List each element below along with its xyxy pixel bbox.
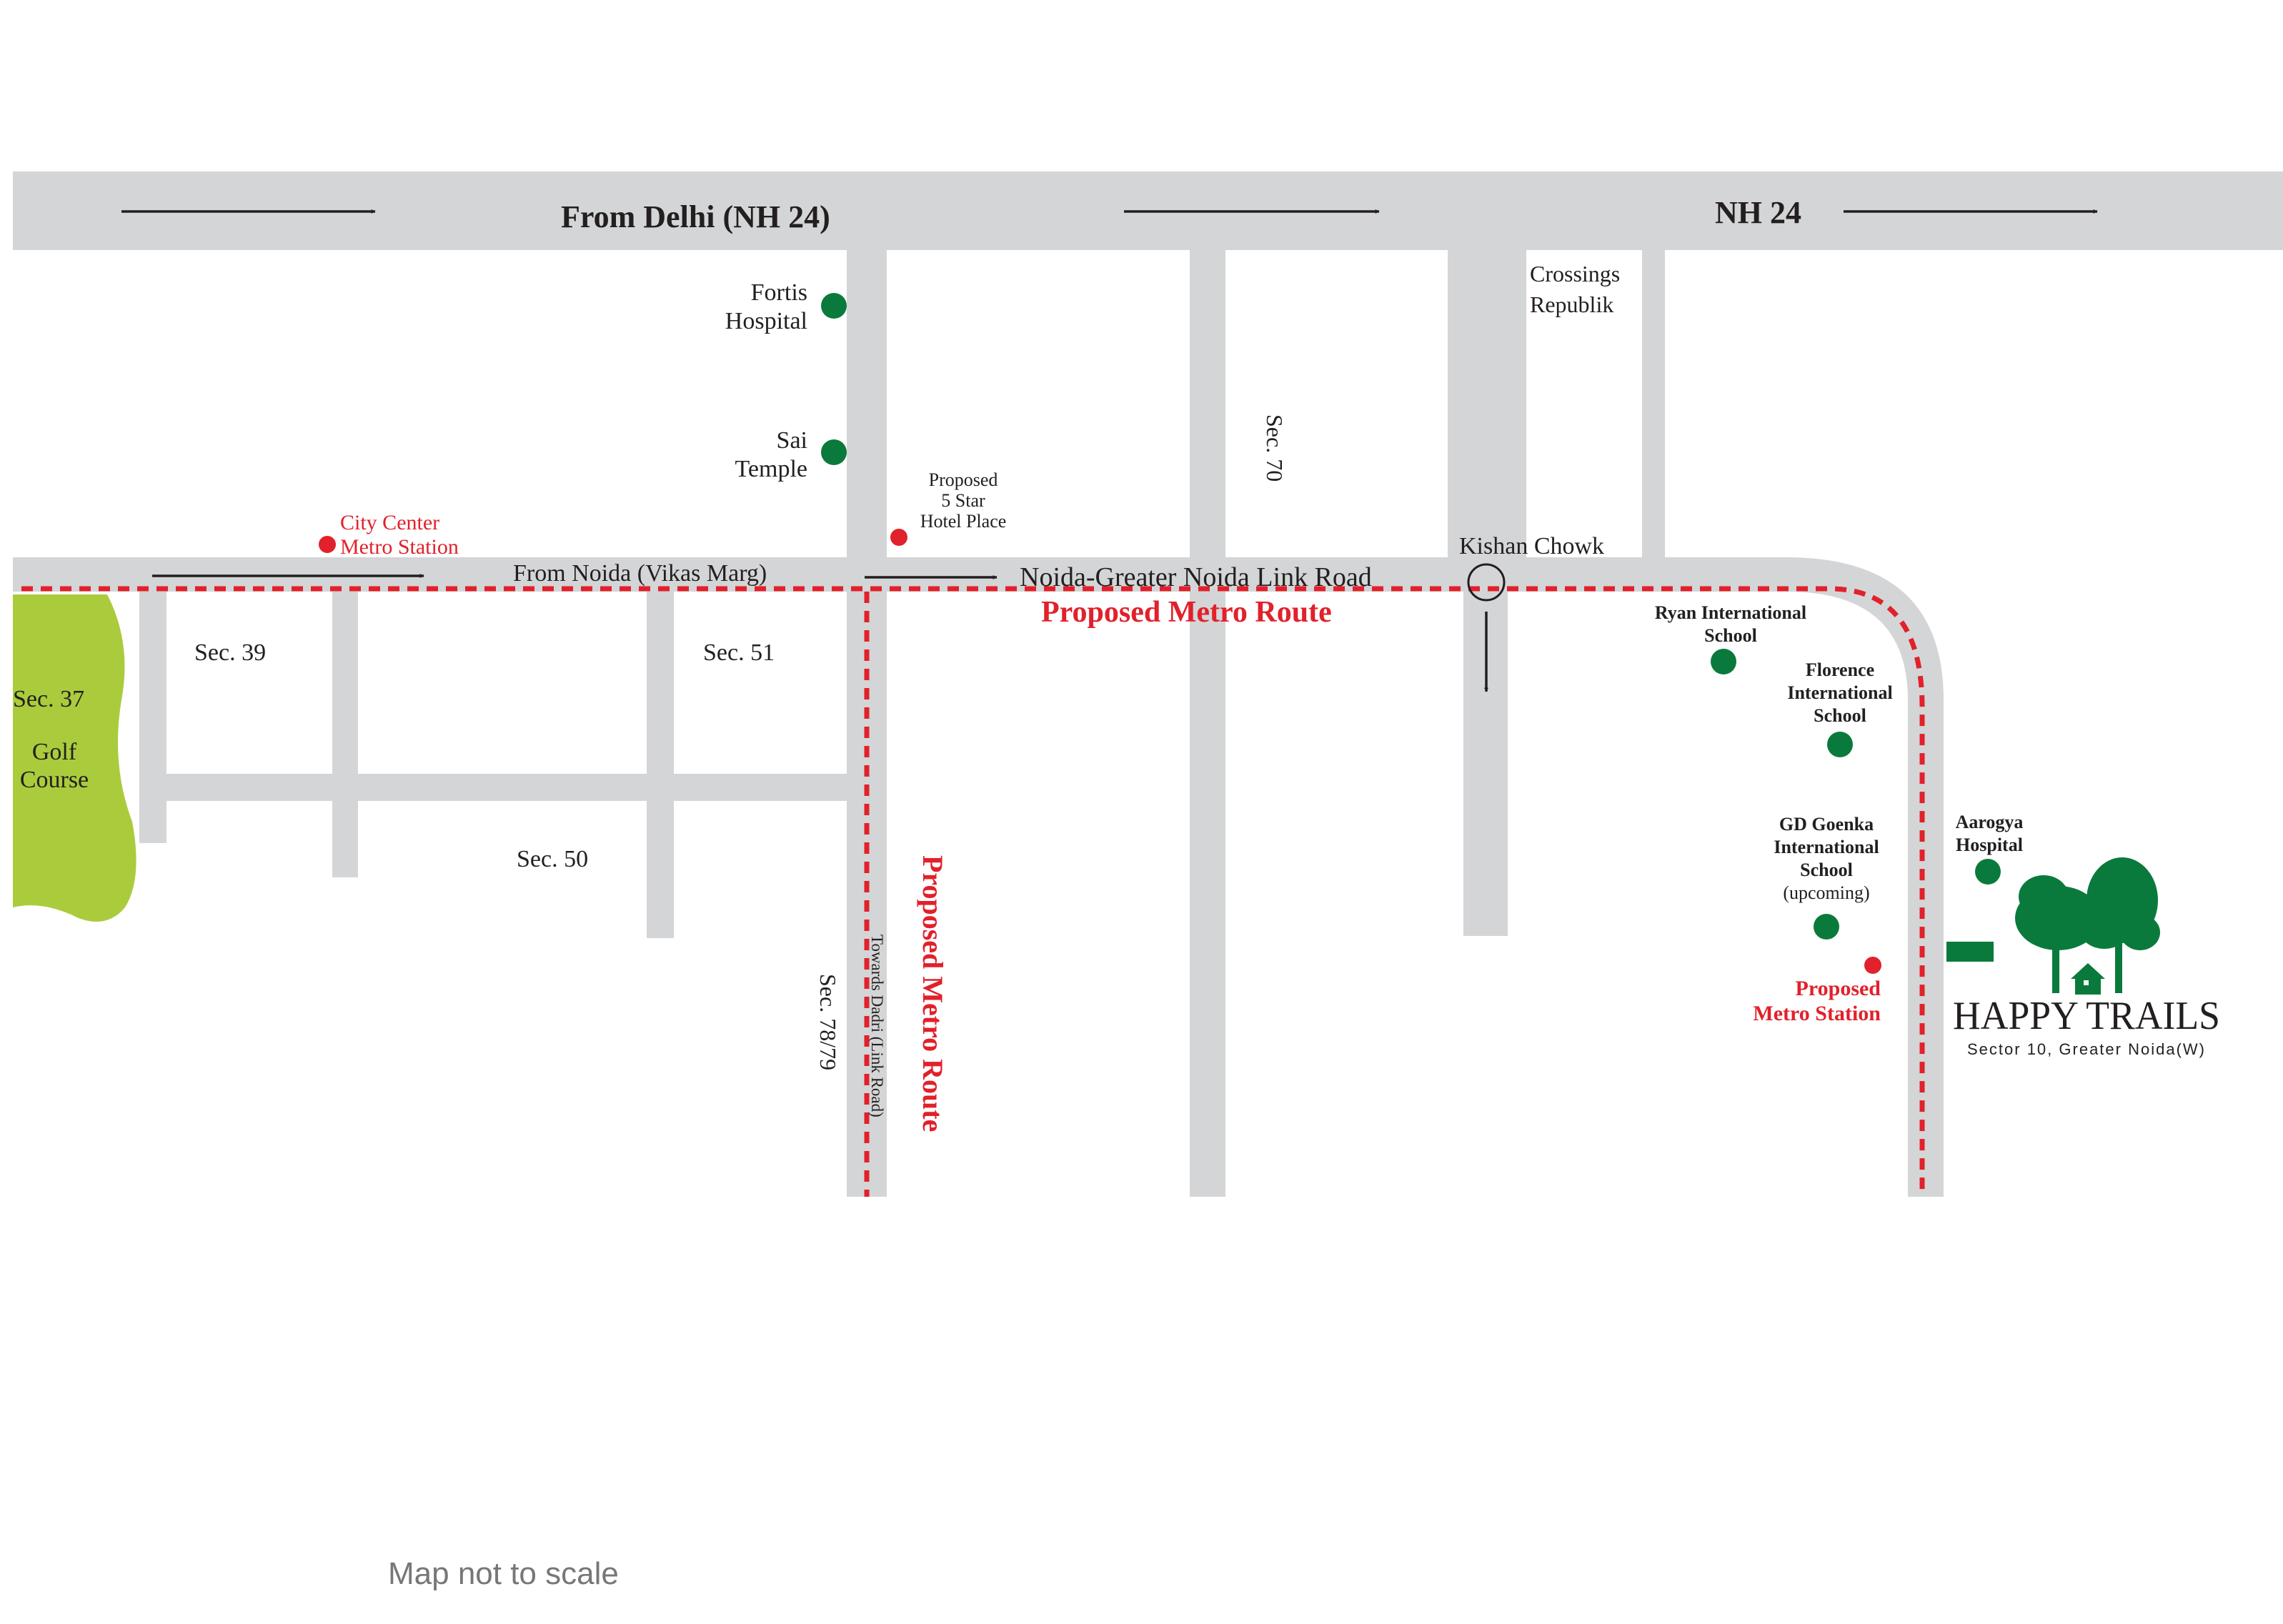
ryan-label-1: Ryan International — [1655, 602, 1806, 623]
florence-label-1: Florence — [1806, 659, 1874, 680]
happy-trails-tagline: Sector 10, Greater Noida(W) — [1967, 1040, 2206, 1058]
sai-temple-marker-icon — [821, 439, 847, 465]
roads — [13, 171, 2283, 1197]
towards-dadri-label: Towards Dadri (Link Road) — [868, 935, 886, 1117]
ryan-school-marker-icon — [1711, 649, 1736, 674]
markers — [319, 293, 2001, 974]
golf-course — [13, 594, 136, 922]
gd-goenka-marker-icon — [1814, 914, 1839, 940]
florence-label-3: School — [1814, 705, 1866, 726]
sai-label-1: Sai — [777, 427, 807, 454]
hotel-place-marker-icon — [890, 529, 907, 546]
metro-route-horizontal — [21, 586, 1925, 1197]
happy-trails-site-marker-icon — [1946, 942, 1994, 962]
sec51-label: Sec. 51 — [703, 639, 775, 666]
gdgoenka-label-3: School — [1800, 860, 1853, 880]
road-sec70 — [1190, 250, 1225, 1197]
metro-labels: Proposed Metro Route Proposed Metro Rout… — [340, 511, 1881, 1132]
road-sec37-edge — [139, 592, 166, 843]
metro-route — [21, 586, 1925, 1197]
tree-house-icon — [2015, 857, 2160, 995]
fortis-label-2: Hospital — [725, 308, 807, 334]
kishan-chowk-label: Kishan Chowk — [1459, 533, 1604, 559]
road-kishan-chowk — [1448, 250, 1526, 557]
road-cross-50 — [166, 774, 847, 801]
proposed-metro-route-label: Proposed Metro Route — [1041, 596, 1332, 629]
sec70-label: Sec. 70 — [1262, 414, 1288, 482]
road-crossings — [1642, 250, 1665, 557]
fortis-hospital-marker-icon — [821, 293, 847, 319]
proposed-station-label-1: Proposed — [1796, 977, 1881, 1000]
roundabout-icon — [1467, 563, 1506, 602]
golf-label-1: Golf — [32, 739, 77, 765]
vikas-marg-label: From Noida (Vikas Marg) — [513, 560, 767, 587]
gdgoenka-label-1: GD Goenka — [1779, 814, 1874, 835]
florence-school-marker-icon — [1827, 732, 1853, 757]
proposed-station-label-2: Metro Station — [1753, 1002, 1881, 1025]
nh24-from-delhi-label: From Delhi (NH 24) — [561, 199, 830, 234]
landmark-labels: Fortis Hospital Sai Temple Proposed 5 St… — [725, 261, 2024, 903]
road-fortis-street — [847, 250, 887, 557]
road-sec39 — [332, 592, 358, 877]
happy-trails-logo: HAPPY TRAILS Sector 10, Greater Noida(W) — [1953, 857, 2220, 1058]
sec50-label: Sec. 50 — [517, 846, 588, 872]
sec7879-label: Sec. 78/79 — [815, 974, 841, 1070]
crossings-label-2: Republik — [1530, 292, 1613, 317]
florence-label-2: International — [1787, 682, 1892, 703]
map-scale-note: Map not to scale — [388, 1556, 619, 1591]
link-road-label: Noida-Greater Noida Link Road — [1020, 562, 1372, 592]
aarogya-hospital-marker-icon — [1975, 859, 2001, 885]
sai-label-2: Temple — [735, 456, 807, 482]
happy-trails-name: HAPPY TRAILS — [1953, 994, 2220, 1038]
proposed-metro-marker-icon — [1864, 957, 1881, 974]
fortis-label-1: Fortis — [751, 279, 807, 306]
proposed-metro-route-vertical-label: Proposed Metro Route — [917, 855, 949, 1132]
sec39-label: Sec. 39 — [194, 639, 266, 666]
hotel-label-2: 5 Star — [941, 490, 985, 511]
golf-label-2: Course — [20, 767, 89, 793]
sec37-label: Sec. 37 — [13, 686, 84, 712]
road-vikas-marg — [13, 557, 1792, 592]
hotel-label-1: Proposed — [929, 469, 998, 490]
road-labels: From Delhi (NH 24) NH 24 From Noida (Vik… — [513, 195, 1801, 1117]
sector-labels: Sec. 37 Golf Course Sec. 39 Sec. 51 Sec.… — [13, 639, 775, 872]
aarogya-label-2: Hospital — [1956, 835, 2023, 855]
city-center-metro-marker-icon — [319, 536, 336, 553]
gdgoenka-label-2: International — [1774, 837, 1879, 857]
gdgoenka-label-4: (upcoming) — [1783, 882, 1869, 903]
nh24-label: NH 24 — [1715, 195, 1801, 230]
crossings-label-1: Crossings — [1530, 261, 1620, 287]
city-center-label-1: City Center — [340, 511, 439, 534]
ryan-label-2: School — [1704, 625, 1757, 646]
road-link-curve — [1786, 557, 1944, 1197]
aarogya-label-1: Aarogya — [1956, 812, 2024, 832]
direction-arrows — [121, 209, 2098, 692]
road-sec51 — [647, 592, 674, 938]
city-center-label-2: Metro Station — [340, 535, 459, 559]
hotel-label-3: Hotel Place — [920, 511, 1007, 532]
